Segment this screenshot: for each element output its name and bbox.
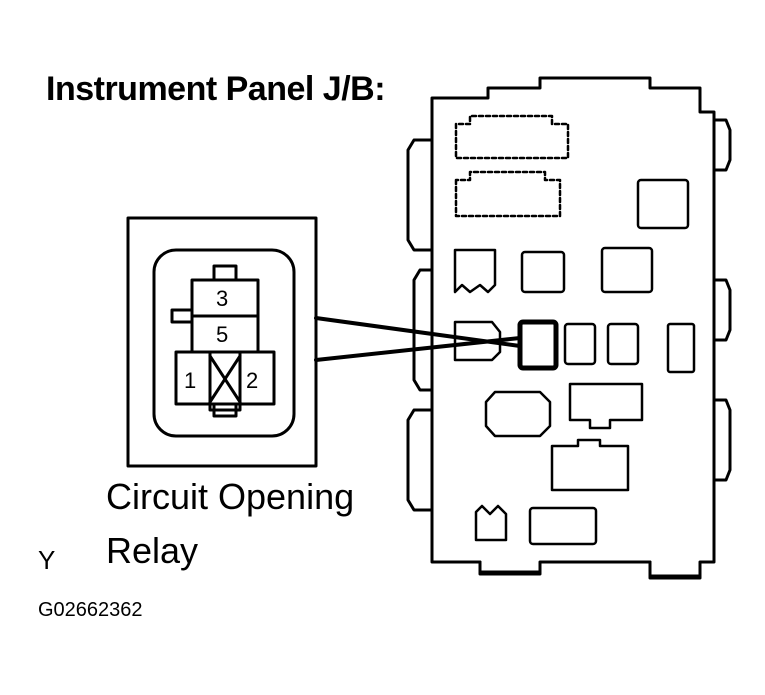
terminal-1-label: 1 [184,368,196,393]
callout-outer-box [126,216,318,468]
relay-caption-line2: Relay [106,530,199,571]
junction-block-sockets [453,178,696,546]
terminal-5-label: 5 [216,322,228,347]
diagram-title: Instrument Panel J/B: [46,70,386,108]
callout-leader-lines [314,316,522,362]
terminal-3-label: 3 [216,286,228,311]
figure-id: G02662362 [38,599,143,621]
highlighted-relay-socket [517,319,559,371]
relay-caption-line1: Circuit Opening [106,476,355,517]
relay-connector-face [170,264,276,418]
junction-block-outline [406,76,732,580]
dashed-fuse-holders [454,114,570,218]
terminal-2-label: 2 [246,368,258,393]
orientation-mark: Y [38,545,56,575]
